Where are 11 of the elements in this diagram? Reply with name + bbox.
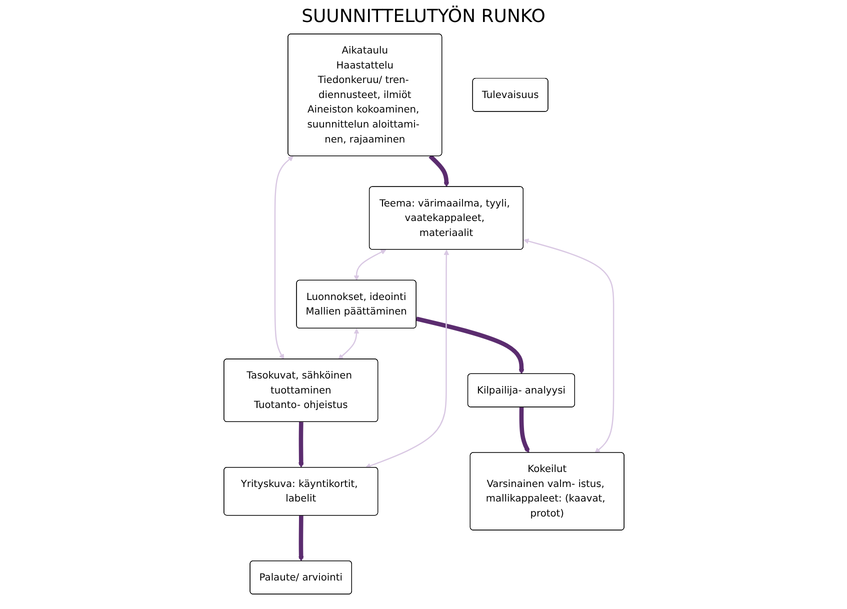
arrow — [364, 250, 449, 468]
arrow — [522, 238, 614, 454]
arrow — [298, 422, 304, 468]
arrow — [298, 516, 304, 562]
arrow — [353, 250, 386, 281]
diagram-title: SUUNNITTELUTYÖN RUNKO — [300, 6, 546, 27]
arrow — [338, 328, 359, 360]
arrow — [274, 156, 293, 360]
arrow — [428, 154, 449, 188]
arrow — [518, 407, 530, 454]
arrow — [415, 316, 524, 374]
